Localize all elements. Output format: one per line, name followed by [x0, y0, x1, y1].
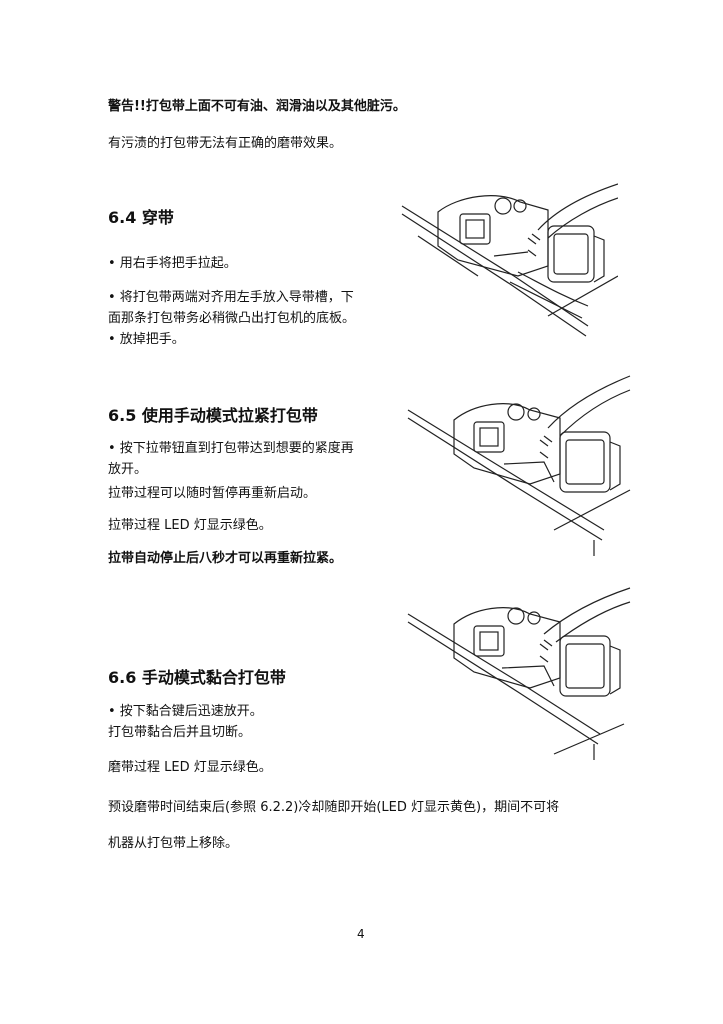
section-6-4-bullet-2-line-2: 面那条打包带务必稍微凸出打包机的底板。: [108, 311, 356, 326]
section-6-4-bullet-2-line-1: • 将打包带两端对齐用左手放入导带槽，下: [108, 290, 354, 305]
warning-line: 有污渍的打包带无法有正确的磨带效果。: [108, 136, 343, 151]
warning-bold-line: 警告!!打包带上面不可有油、润滑油以及其他脏污。: [108, 99, 406, 114]
section-6-5-bullet-1-line-1: • 按下拉带钮直到打包带达到想要的紧度再: [108, 441, 354, 456]
figure-tensioning: [404, 370, 634, 556]
final-paragraph-line-1: 预设磨带时间结束后(参照 6.2.2)冷却随即开始(LED 灯显示黄色)，期间不…: [108, 800, 560, 815]
section-6-5-line-2: 拉带过程可以随时暂停再重新启动。: [108, 486, 317, 501]
section-6-6-heading: 6.6 手动模式黏合打包带: [108, 668, 286, 687]
section-6-5-line-4: 拉带自动停止后八秒才可以再重新拉紧。: [108, 551, 343, 566]
final-paragraph-line-2: 机器从打包带上移除。: [108, 836, 239, 851]
figure-threading-strap: [398, 176, 618, 344]
page-number: 4: [357, 927, 365, 941]
section-6-4-bullet-3: • 放掉把手。: [108, 332, 185, 347]
section-6-5-bullet-1-line-2: 放开。: [108, 462, 148, 477]
section-6-5-line-3: 拉带过程 LED 灯显示绿色。: [108, 518, 272, 533]
section-6-6-line-3: 磨带过程 LED 灯显示绿色。: [108, 760, 272, 775]
section-6-6-bullet-1: • 按下黏合键后迅速放开。: [108, 704, 263, 719]
section-6-5-heading: 6.5 使用手动模式拉紧打包带: [108, 406, 318, 425]
section-6-6-line-2: 打包带黏合后并且切断。: [108, 725, 252, 740]
figure-sealing: [404, 584, 634, 760]
section-6-4-heading: 6.4 穿带: [108, 208, 174, 227]
section-6-4-bullet-1: • 用右手将把手拉起。: [108, 256, 237, 271]
